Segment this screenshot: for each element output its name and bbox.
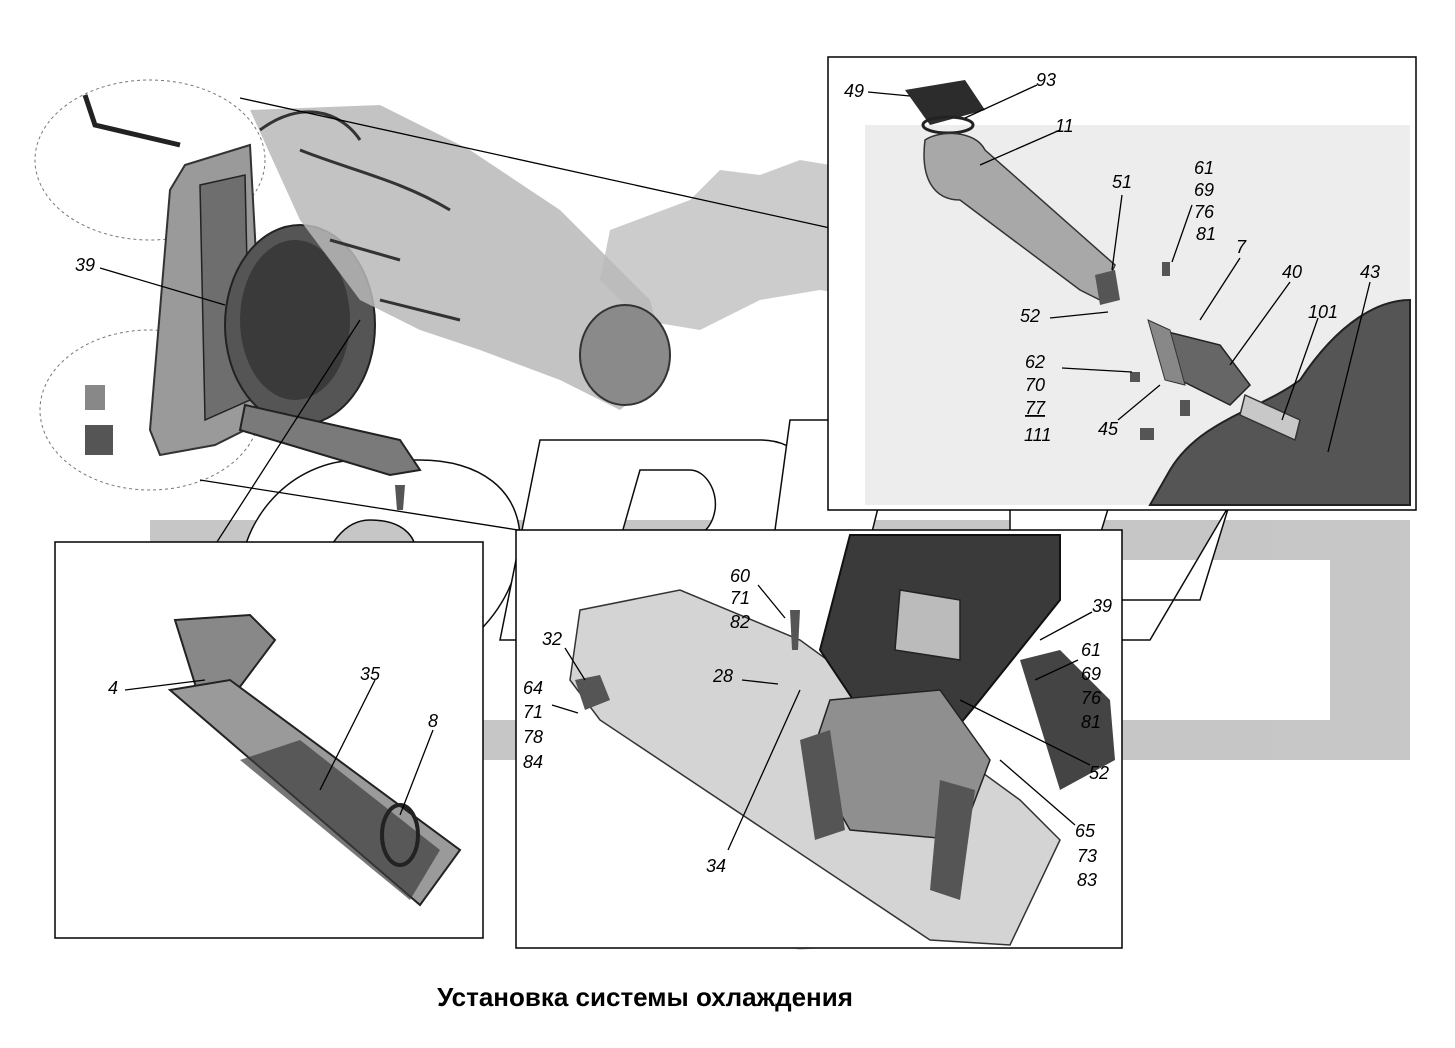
cooling-assembly-main [34, 79, 671, 510]
callout-45: 45 [1098, 419, 1119, 439]
callout-60-group: 60 71 82 [730, 566, 750, 632]
connector-lines [199, 97, 831, 546]
callout-49: 49 [844, 81, 864, 101]
lower-pipe [238, 403, 422, 477]
strut-right [930, 780, 975, 900]
callout-7: 7 [1236, 237, 1247, 257]
callout-62-group: 62 70 77 111 [1024, 352, 1051, 445]
expansion-pipe-top [82, 94, 181, 148]
callout-39-main: 39 [75, 255, 95, 275]
filler-neck-pipe [923, 132, 1116, 302]
diagram-caption: Установка системы охлаждения [437, 982, 853, 1012]
detail-lower-pipe [54, 541, 484, 939]
callout-61-bottom: 61 [1081, 640, 1101, 660]
callout-43: 43 [1360, 262, 1380, 282]
bolt-60 [790, 610, 800, 650]
callout-76-top: 76 [1194, 202, 1215, 222]
callout-101: 101 [1308, 302, 1338, 322]
engine-hoses [259, 110, 461, 322]
callout-82: 82 [730, 612, 750, 632]
small-fasteners [1130, 262, 1190, 440]
bracket-parts [85, 425, 113, 455]
callout-70: 70 [1025, 375, 1045, 395]
clamp-8 [380, 803, 420, 867]
detail-filler-neck [827, 56, 1417, 511]
flywheel-housing [579, 304, 671, 406]
callout-81-bottom: 81 [1081, 712, 1101, 732]
callout-52-bottom: 52 [1089, 763, 1109, 783]
detail-zone-ellipse-top [34, 79, 266, 241]
callout-11: 11 [1055, 116, 1074, 136]
callout-35: 35 [360, 664, 381, 684]
bracket-45 [1147, 319, 1186, 386]
callout-60: 60 [730, 566, 750, 586]
mount-bolt [395, 485, 405, 510]
callout-71-a: 71 [730, 588, 750, 608]
callout-34: 34 [706, 856, 726, 876]
callout-4: 4 [108, 678, 118, 698]
filler-cap [905, 80, 985, 125]
callout-84: 84 [523, 752, 543, 772]
callout-61-group-bottom: 61 69 76 81 [1081, 640, 1102, 732]
callout-111: 111 [1024, 425, 1051, 445]
callout-69-bottom: 69 [1081, 664, 1101, 684]
fan [240, 240, 350, 400]
clamp-51 [1095, 270, 1120, 305]
callout-28: 28 [712, 666, 733, 686]
callout-61-top: 61 [1194, 158, 1214, 178]
hose-right [1020, 650, 1115, 790]
callout-73: 73 [1077, 846, 1097, 866]
callout-62: 62 [1025, 352, 1045, 372]
leader-lines [99, 84, 1371, 851]
engine-body [250, 105, 670, 410]
callout-65-group: 65 73 83 [1075, 821, 1097, 890]
callout-64: 64 [523, 678, 543, 698]
callout-40: 40 [1282, 262, 1302, 282]
callout-39-detail: 39 [1092, 596, 1112, 616]
callout-71-b: 71 [523, 702, 543, 722]
callout-8: 8 [428, 711, 438, 731]
callout-83: 83 [1077, 870, 1097, 890]
pipe-101 [1239, 393, 1301, 442]
callout-64-group: 64 71 78 84 [523, 678, 543, 772]
mount-pad [894, 589, 961, 661]
callout-32: 32 [542, 629, 562, 649]
engine-housing-43 [1148, 298, 1411, 506]
bracket-32 [575, 675, 610, 710]
callout-labels: 39 49 93 11 51 61 69 76 81 7 40 43 52 10… [75, 70, 1380, 890]
callout-51: 51 [1112, 172, 1132, 192]
strut-34 [800, 730, 845, 840]
callout-69-top: 69 [1194, 180, 1214, 200]
bolt-parts [85, 385, 105, 410]
callout-78: 78 [523, 727, 543, 747]
callout-65: 65 [1075, 821, 1096, 841]
callout-93: 93 [1036, 70, 1056, 90]
callout-81-top: 81 [1196, 224, 1216, 244]
detail-chassis-mount [515, 529, 1123, 949]
callout-52-top: 52 [1020, 306, 1040, 326]
callout-76-bottom: 76 [1081, 688, 1102, 708]
callout-77: 77 [1025, 398, 1046, 418]
callout-61-group-top: 61 69 76 81 [1194, 158, 1216, 244]
